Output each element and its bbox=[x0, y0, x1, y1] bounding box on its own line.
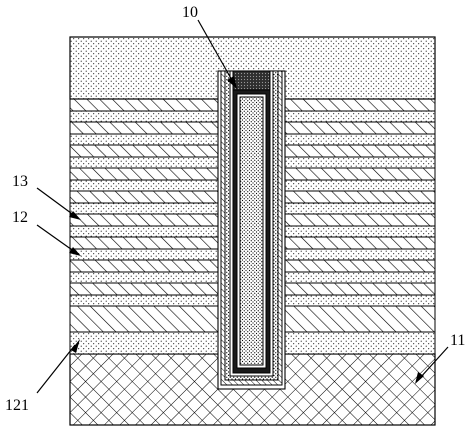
label-10: 10 bbox=[182, 4, 198, 21]
channel-core-fill bbox=[239, 96, 264, 366]
arrowhead-10 bbox=[227, 76, 237, 89]
channel-structure bbox=[217, 70, 286, 390]
arrowhead-121 bbox=[71, 339, 80, 353]
arrowhead-11 bbox=[415, 372, 424, 384]
label-12: 12 bbox=[12, 209, 28, 226]
label-13: 13 bbox=[12, 173, 28, 190]
channel-plug bbox=[232, 70, 271, 91]
label-121: 121 bbox=[5, 397, 29, 414]
leader-line-12 bbox=[36, 224, 76, 253]
arrowhead-13 bbox=[69, 211, 81, 220]
leader-line-10 bbox=[197, 19, 234, 83]
label-11: 11 bbox=[450, 332, 465, 349]
arrowheads bbox=[69, 76, 424, 384]
arrowhead-12 bbox=[69, 247, 81, 256]
leader-line-121 bbox=[36, 344, 76, 394]
leader-lines bbox=[36, 19, 449, 394]
leader-line-13 bbox=[36, 187, 76, 217]
leader-line-11 bbox=[419, 346, 449, 379]
